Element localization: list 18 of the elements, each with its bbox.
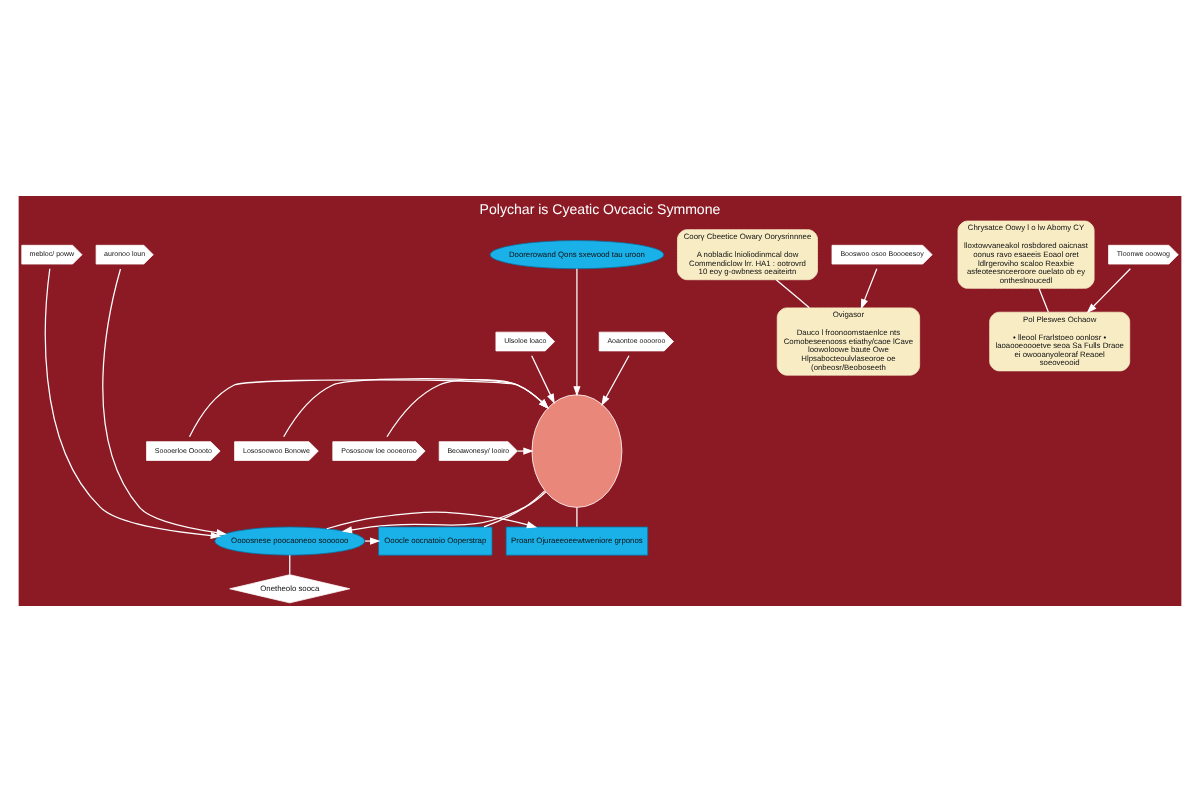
arrow — [1086, 267, 1131, 313]
arrow — [341, 490, 547, 533]
arrow — [188, 378, 549, 437]
arrow — [573, 267, 581, 396]
arrow — [283, 376, 549, 437]
arrow — [860, 267, 878, 309]
arrow — [517, 446, 534, 454]
arrow — [364, 536, 381, 544]
connector — [576, 505, 578, 527]
arrow — [326, 510, 538, 529]
connector — [483, 489, 546, 527]
arrow — [102, 267, 227, 536]
connector — [775, 278, 810, 308]
arrow — [386, 378, 549, 437]
arrow — [531, 354, 555, 404]
arrow — [601, 354, 630, 405]
connector — [1038, 286, 1049, 312]
connector — [289, 553, 291, 575]
